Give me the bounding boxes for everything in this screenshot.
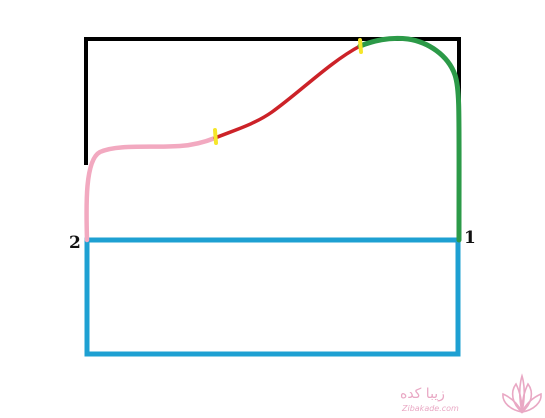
curve-segment-green xyxy=(357,35,462,243)
lotus-flower-icon xyxy=(502,373,542,414)
curve-segment-red xyxy=(213,44,362,140)
upper-shape-outline xyxy=(84,37,461,165)
point-2-label: 2 xyxy=(69,233,81,253)
watermark-brand: زیبا کده xyxy=(400,386,445,402)
curve-segment-pink xyxy=(84,135,218,243)
marker-tick-2 xyxy=(358,38,363,54)
point-1-label: 1 xyxy=(464,228,476,248)
lower-rectangle xyxy=(84,237,461,357)
marker-tick-1 xyxy=(213,128,218,145)
watermark-site: Zibakade.com xyxy=(401,404,459,413)
